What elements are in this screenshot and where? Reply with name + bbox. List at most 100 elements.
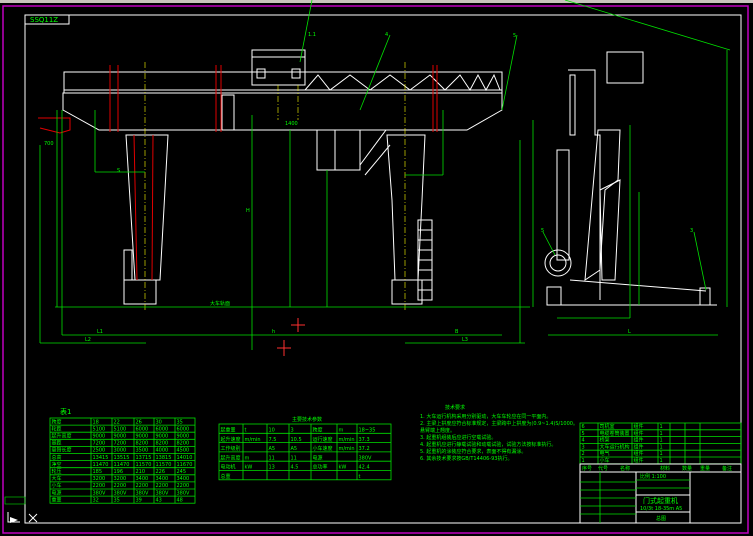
window-edge (0, 0, 753, 3)
table-cell: 组件 (634, 430, 644, 437)
table-cell: 9000 (93, 434, 106, 440)
table-cell: 总功率 (313, 464, 328, 471)
table-cell: 6000 (156, 426, 169, 432)
right-wheel-bogie (391, 279, 423, 305)
tech-item: 5. 起重机的涂装应符合要求，表面不得有漏涂。 (420, 448, 526, 455)
cable-reel (123, 249, 133, 281)
operator-cab (316, 129, 336, 171)
scale-label: 比例 1:100 (640, 473, 666, 480)
parts-header-cell: 数量 (682, 465, 692, 472)
table-cell: 3 (582, 444, 585, 450)
table-cell: 电气 (600, 450, 610, 457)
table-cell: 重量 (52, 496, 62, 503)
table-cell: 48 (177, 497, 183, 503)
table-cell: 10.5 (291, 437, 302, 443)
dimension-text: h (272, 329, 275, 335)
table-cell: 4.5 (291, 465, 299, 471)
parts-header-cell: 名称 (620, 465, 630, 472)
dimension-text: 700 (44, 141, 54, 147)
table-cell: m (339, 428, 344, 434)
ucs-markers (277, 318, 305, 356)
drawing-name: 门式起重机 (643, 496, 678, 505)
table-cell: 11 (291, 455, 297, 461)
table-cell: 18 (93, 419, 99, 425)
table-cell: 185 (93, 469, 103, 475)
truss-web (304, 73, 501, 92)
table-cell: 2200 (156, 483, 169, 489)
title-block: 比例 1:100 门式起重机 10/3t 18-35m A5 总图 (579, 471, 742, 524)
tag-label: SSQ11Z (30, 16, 58, 24)
table-cell: 226 (156, 469, 166, 475)
layout-frame (2, 5, 749, 534)
centerlines (144, 62, 406, 310)
table-cell: 245 (177, 469, 187, 475)
table-cell: 1 (660, 424, 663, 430)
reference-lines (38, 65, 438, 281)
table-cell: 380V (114, 490, 128, 496)
table-cell: 总重 (221, 473, 231, 480)
table-cell: 3500 (136, 448, 149, 454)
right-leg (386, 134, 426, 281)
table-cell: 380V (177, 490, 191, 496)
front-elevation (38, 49, 503, 310)
table-cell: t (245, 428, 247, 434)
table-cell: A5 (269, 446, 276, 452)
table-cell: 2200 (177, 483, 190, 489)
table-cell: 轮压 (52, 468, 62, 475)
table-cell: 380V (156, 490, 170, 496)
tech-item: 悬臂端上翘度。 (420, 427, 455, 434)
table-cell: 9000 (177, 434, 190, 440)
table-cell: 3000 (114, 448, 127, 454)
table-cell: 30 (156, 419, 162, 425)
table-cell: 大车 (52, 475, 62, 482)
table-cell: m/min (339, 446, 355, 452)
table-cell: 9000 (114, 434, 127, 440)
table-cell: kW (245, 465, 253, 471)
table-cell: 1 (660, 444, 663, 450)
side-leg (584, 129, 621, 281)
table-cell: 13815 (156, 455, 172, 461)
table-cell: 总高 (52, 454, 62, 461)
table-cell: 悬臂长度 (52, 447, 72, 454)
drawing-border (24, 14, 742, 524)
table-cell: 电缆卷筒装置 (600, 430, 630, 437)
drawing-spec: 10/3t 18-35m A5 (640, 506, 682, 512)
table-cell: 跨度 (313, 427, 323, 434)
table-cell: 3400 (156, 476, 169, 482)
table-cell: 5100 (114, 426, 127, 432)
dimension-text: 大车轨面 (210, 300, 230, 307)
table-cell: 3400 (136, 476, 149, 482)
left-leg (125, 134, 169, 281)
table-cell: 4000 (156, 448, 169, 454)
table-cell: 6000 (136, 426, 149, 432)
table-cell: 43 (156, 497, 162, 503)
table-cell: 22 (114, 419, 120, 425)
table-cell: 司机室 (600, 423, 615, 430)
side-elevation (532, 0, 731, 336)
table-cell: 18~35 (359, 428, 376, 434)
table-cell: 4 (582, 438, 585, 444)
table-cell: 37.3 (359, 437, 370, 443)
table-cell: 起升速度 (221, 436, 241, 443)
table-cell: 4500 (177, 448, 190, 454)
parts-header-cell: 备注 (722, 465, 732, 472)
table-cell: 6000 (177, 426, 190, 432)
dimension-lines (39, 0, 530, 350)
table-cell: 11570 (156, 462, 172, 468)
table-cell: 210 (136, 469, 146, 475)
table-cell: 组件 (634, 423, 644, 430)
table-cell: 5100 (93, 426, 106, 432)
dimension-text: L1 (97, 329, 103, 335)
leader-label: 5 (541, 228, 544, 234)
table-cell: 11470 (93, 462, 109, 468)
side-trolley (606, 51, 644, 84)
table-cell: 1 (660, 431, 663, 437)
leader-label: 1.1 (308, 32, 316, 38)
table-cell: 轮距 (52, 425, 62, 432)
table-cell: 2 (582, 451, 585, 457)
table-cell: 小车 (600, 457, 610, 464)
table-cell: 2200 (114, 483, 127, 489)
